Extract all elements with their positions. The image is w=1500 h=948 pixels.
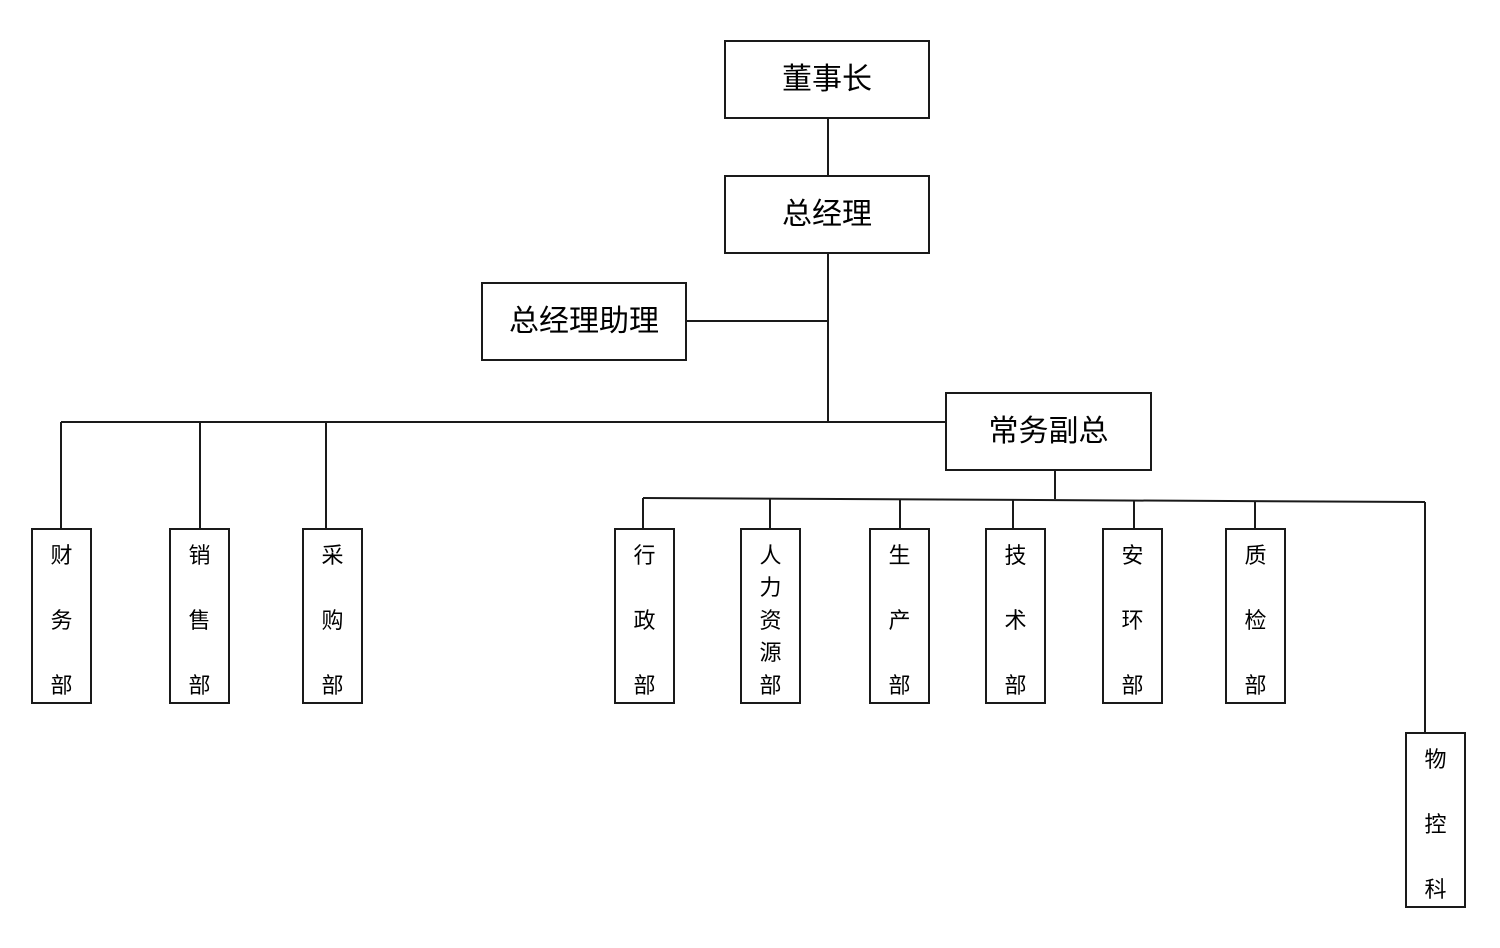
dept-quality-inspection: 质 检 部 — [1225, 528, 1286, 704]
node-chairman: 董事长 — [724, 40, 930, 119]
dept-material-control-char-2: 控 — [1424, 813, 1447, 838]
node-gm-assistant-label: 总经理助理 — [509, 303, 659, 339]
dept-production-char-2: 产 — [888, 609, 911, 634]
dept-human-resources-char-5: 部 — [759, 674, 782, 699]
dept-material-control: 物 控 科 — [1405, 732, 1466, 908]
dept-material-control-char-1: 物 — [1424, 748, 1447, 773]
dept-sales-char-2: 售 — [188, 609, 211, 634]
node-general-manager: 总经理 — [724, 175, 930, 254]
dept-quality-inspection-char-3: 部 — [1244, 674, 1267, 699]
node-executive-vp: 常务副总 — [945, 392, 1152, 471]
dept-finance-char-1: 财 — [50, 544, 73, 569]
dept-human-resources-char-1: 人 — [759, 544, 782, 569]
dept-human-resources-char-2: 力 — [759, 576, 782, 601]
dept-administration: 行 政 部 — [614, 528, 675, 704]
dept-technology-char-1: 技 — [1004, 544, 1027, 569]
dept-human-resources: 人 力 资 源 部 — [740, 528, 801, 704]
node-gm-assistant: 总经理助理 — [481, 282, 687, 361]
dept-purchasing-char-1: 采 — [321, 544, 344, 569]
dept-human-resources-char-3: 资 — [759, 609, 782, 634]
dept-technology-char-2: 术 — [1004, 609, 1027, 634]
dept-administration-char-3: 部 — [633, 674, 656, 699]
dept-technology-char-3: 部 — [1004, 674, 1027, 699]
dept-production-char-3: 部 — [888, 674, 911, 699]
dept-sales-char-3: 部 — [188, 674, 211, 699]
node-executive-vp-label: 常务副总 — [988, 413, 1109, 449]
dept-quality-inspection-char-1: 质 — [1244, 544, 1267, 569]
dept-technology: 技 术 部 — [985, 528, 1046, 704]
dept-safety-environment-char-1: 安 — [1121, 544, 1144, 569]
dept-production: 生 产 部 — [869, 528, 930, 704]
node-general-manager-label: 总经理 — [782, 196, 872, 232]
line-evp-bus — [642, 497, 1426, 503]
dept-human-resources-char-4: 源 — [759, 641, 782, 666]
node-chairman-label: 董事长 — [782, 61, 872, 97]
dept-purchasing-char-3: 部 — [321, 674, 344, 699]
dept-purchasing: 采 购 部 — [302, 528, 363, 704]
dept-safety-environment-char-3: 部 — [1121, 674, 1144, 699]
dept-finance: 财 务 部 — [31, 528, 92, 704]
dept-administration-char-2: 政 — [633, 609, 656, 634]
dept-sales-char-1: 销 — [188, 544, 211, 569]
dept-sales: 销 售 部 — [169, 528, 230, 704]
dept-material-control-char-3: 科 — [1424, 878, 1447, 903]
dept-safety-environment: 安 环 部 — [1102, 528, 1163, 704]
dept-finance-char-2: 务 — [50, 609, 73, 634]
dept-administration-char-1: 行 — [633, 544, 656, 569]
dept-safety-environment-char-2: 环 — [1121, 609, 1144, 634]
dept-quality-inspection-char-2: 检 — [1244, 609, 1267, 634]
dept-production-char-1: 生 — [888, 544, 911, 569]
dept-purchasing-char-2: 购 — [321, 609, 344, 634]
dept-finance-char-3: 部 — [50, 674, 73, 699]
